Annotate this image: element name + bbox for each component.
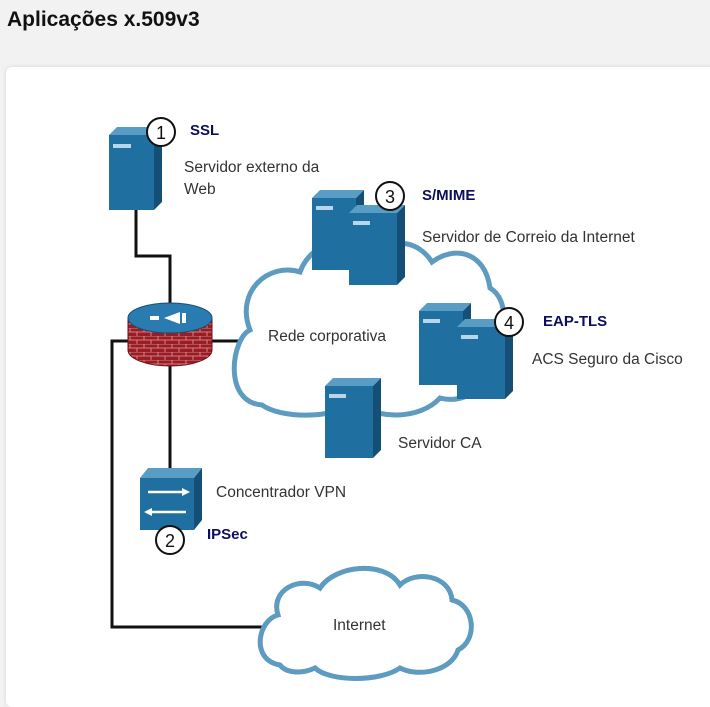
vpn-number-badge [155,525,185,555]
ipsec-tag: IPSec [207,526,248,543]
ssl-tag: SSL [190,122,219,139]
ssl-server-label-1: Servidor externo da [184,159,320,176]
ssl-server-label-2: Web [184,181,216,198]
vpn-concentrator-icon [140,468,202,530]
internet-label: Internet [333,617,386,634]
mail-number: 3 [385,187,395,207]
network-diagram: Rede corporativa Internet 1 SSL Servidor… [109,117,683,681]
eaptls-tag: EAP-TLS [543,313,607,330]
acs-number: 4 [504,313,514,333]
vpn-number: 2 [165,531,175,551]
ca-server-label: Servidor CA [398,435,482,452]
ca-server-icon [325,378,381,458]
firewall-icon [127,302,213,367]
link-ssl-firewall [134,208,172,318]
acs-server-label: ACS Seguro da Cisco [532,351,683,368]
ssl-number-badge [146,117,176,147]
page-title: Aplicações x.509v3 [7,8,200,31]
mail-server-label: Servidor de Correio da Internet [422,229,636,246]
mail-number-badge [375,181,405,211]
link-firewall-internet [110,339,270,629]
connections [110,208,270,629]
internet-cloud-icon [257,565,474,681]
vpn-label: Concentrador VPN [216,484,346,501]
corporate-network-label: Rede corporativa [268,328,386,345]
mail-server-icon [312,190,405,285]
acs-number-badge [494,307,524,337]
smime-tag: S/MIME [422,187,475,204]
acs-server-icon [419,303,513,399]
ssl-number: 1 [156,123,166,143]
